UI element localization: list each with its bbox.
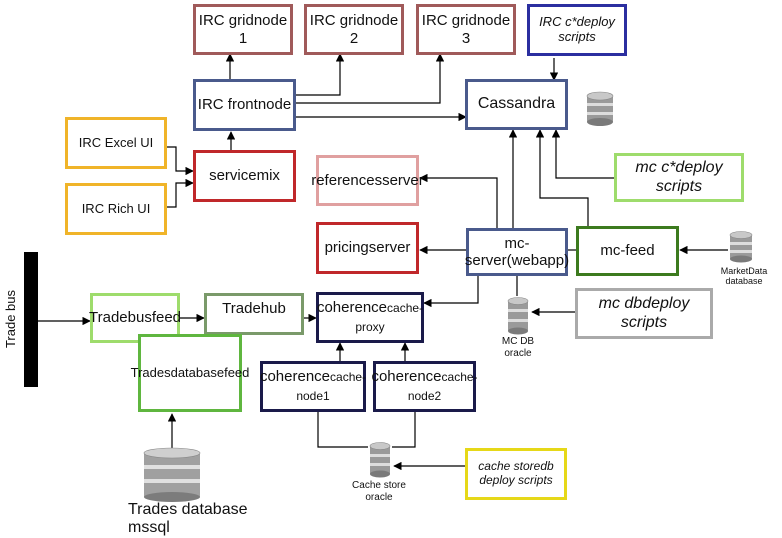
coherence-cache-node1: coherencecache-node1 — [260, 361, 366, 412]
trade-bus-bar — [24, 252, 38, 387]
irc-cstar-deploy-scripts: IRC c*deploy scripts — [527, 4, 627, 56]
tradebus-feed-line2: feed — [151, 309, 182, 327]
references-server: referencesserver — [311, 155, 424, 206]
database-cylinder-icon — [143, 447, 201, 502]
mc-cstar-deploy-line2: deploy scripts — [655, 159, 723, 195]
coherence-cache-proxy: coherencecache-proxy — [316, 292, 424, 343]
edge-mcserver-to-proxy — [423, 275, 479, 308]
marketdata-database-label: MarketData database — [716, 266, 772, 287]
irc-grid-node-1-line2: node 1 — [238, 12, 288, 47]
irc-rich-ui-label: IRC Rich UI — [81, 200, 151, 216]
edge-mcserver-to-references — [419, 173, 498, 228]
edge-node2-to-cachestore — [392, 412, 416, 448]
pricing-server: pricingserver — [316, 222, 419, 274]
references-server-line1: references — [311, 171, 383, 189]
mc-server-line2: (webapp) — [506, 252, 570, 269]
cache-store-line2: oracle — [365, 491, 393, 503]
trades-feed-line1: Trades — [130, 364, 171, 380]
trades-db-line2: mssql — [128, 519, 170, 537]
trades-database-feed: Tradesdatabasefeed — [131, 334, 249, 412]
mc-cstar-deploy-line1: mc c* — [635, 159, 676, 177]
database-cylinder-icon — [507, 297, 529, 335]
servicemix-node: servicemix — [193, 150, 296, 202]
coherence-cache-node2: coherencecache-node2 — [371, 361, 478, 412]
mc-db-deploy-line1: mc db — [598, 295, 643, 313]
trades-feed-line3: feed — [224, 364, 250, 380]
database-cylinder-icon — [586, 91, 614, 126]
irc-front-node-line1: IRC front — [197, 96, 258, 114]
irc-grid-node-2-line1: IRC grid — [309, 12, 365, 30]
mc-db-deploy-scripts: mc dbdeploy scripts — [575, 288, 713, 339]
edge-node1-to-cachestore — [317, 412, 368, 448]
servicemix-label: servicemix — [209, 167, 280, 185]
references-server-line2: server — [382, 171, 424, 189]
trades-feed-line2: database — [170, 364, 225, 380]
irc-cstar-deploy-line2: deploy scripts — [558, 14, 615, 44]
edge-mc-deploy-to-cassandra — [551, 129, 614, 179]
irc-front-node: IRC frontnode — [193, 79, 296, 131]
irc-excel-ui: IRC Excel UI — [65, 117, 167, 169]
irc-grid-node-1-line1: IRC grid — [198, 12, 254, 30]
pricing-server-line1: pricing — [324, 239, 369, 257]
cache-store-deploy-scripts: cache storedb deploy scripts — [465, 448, 567, 500]
irc-grid-node-2: IRC gridnode 2 — [304, 4, 404, 55]
irc-rich-ui: IRC Rich UI — [65, 183, 167, 235]
cassandra-node: Cassandra — [465, 79, 568, 130]
cassandra-label: Cassandra — [477, 95, 556, 113]
mc-server: mc-server(webapp) — [464, 228, 570, 276]
irc-grid-node-2-line2: node 2 — [349, 12, 399, 47]
mc-server-line1: mc-server — [464, 234, 530, 269]
marketdata-line2: database — [725, 276, 763, 287]
trades-database-mssql-label: Trades database mssql — [128, 501, 278, 538]
mc-db-oracle-label: MC DB oracle — [490, 336, 546, 359]
cache-node1-line1: coherence — [259, 368, 331, 386]
mc-feed: mc-feed — [576, 226, 679, 276]
cache-proxy-line2: cache-proxy — [355, 301, 424, 334]
irc-grid-node-3: IRC gridnode 3 — [416, 4, 516, 55]
mc-db-line2: oracle — [504, 347, 532, 359]
cache-node1-line2: cache-node1 — [296, 370, 367, 403]
mc-feed-label: mc-feed — [600, 242, 655, 260]
edge-front-to-grid3 — [296, 53, 445, 104]
mc-db-line1: MC DB — [501, 336, 535, 347]
mc-db-deploy-line2: deploy scripts — [620, 295, 690, 331]
trade-bus-label: Trade bus — [3, 289, 18, 349]
irc-grid-node-3-line1: IRC grid — [421, 12, 477, 30]
cache-store-oracle-label: Cache store oracle — [344, 480, 414, 503]
edge-mcfeed-to-cassandra — [535, 129, 589, 226]
irc-front-node-line2: node — [257, 96, 292, 114]
database-cylinder-icon — [729, 231, 753, 263]
marketdata-line1: MarketData — [720, 266, 768, 276]
tradebus-feed-line1: Tradebus — [89, 309, 152, 327]
irc-grid-node-1: IRC gridnode 1 — [193, 4, 293, 55]
cache-node2-line2: cache-node2 — [407, 370, 478, 403]
tradehub: Tradehub — [204, 293, 304, 335]
database-cylinder-icon — [369, 442, 391, 478]
edge-front-to-grid2 — [296, 53, 345, 96]
cache-store-deploy-line2: db deploy scripts — [479, 459, 554, 487]
tradehub-label: Tradehub — [222, 300, 286, 317]
edge-rich-to-servicemix — [166, 178, 194, 208]
mc-cstar-deploy-scripts: mc c*deploy scripts — [614, 153, 744, 202]
irc-excel-ui-label: IRC Excel UI — [78, 134, 154, 150]
edge-excel-to-servicemix — [166, 146, 194, 176]
trades-db-line1: Trades database — [128, 501, 248, 518]
cache-store-line1: Cache store — [352, 480, 406, 491]
pricing-server-line2: server — [368, 239, 411, 257]
cache-proxy-line1: coherence — [316, 299, 388, 317]
cache-store-deploy-line1: cache store — [478, 459, 541, 474]
cache-node2-line1: coherence — [371, 368, 442, 386]
irc-cstar-deploy-line1: IRC c* — [539, 14, 577, 30]
irc-grid-node-3-line2: node 3 — [461, 12, 511, 47]
